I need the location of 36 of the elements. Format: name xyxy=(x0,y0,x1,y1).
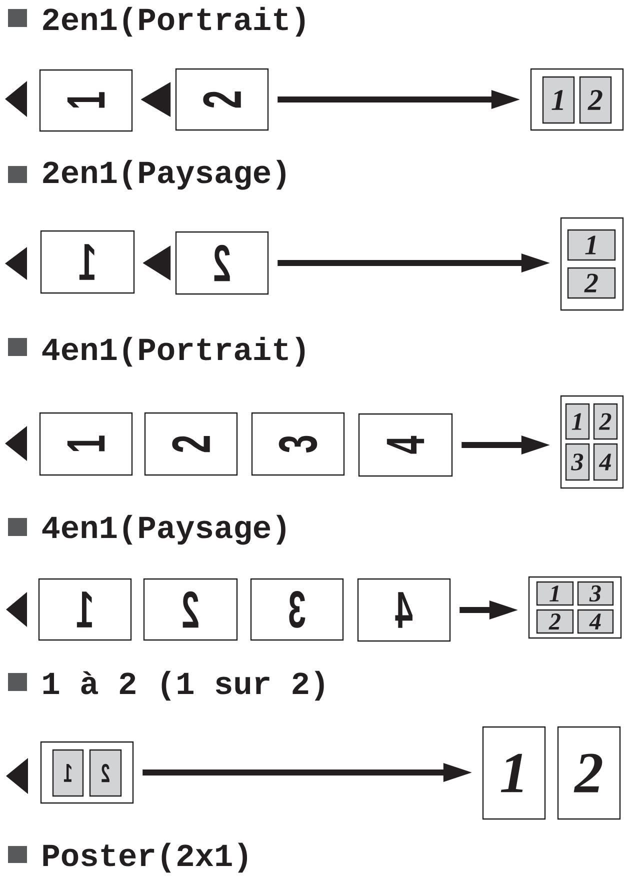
section-heading: 2en1(Portrait) xyxy=(43,6,305,37)
page-panel: 2 xyxy=(579,76,612,124)
page-panel: 1 xyxy=(567,229,616,261)
section-heading: 2en1(Paysage) xyxy=(43,160,286,190)
page-box: 2 xyxy=(175,68,269,131)
page-panel: 2 xyxy=(593,403,618,440)
page-box: 2 xyxy=(144,412,238,476)
page-box: 1 xyxy=(39,69,133,132)
page-box: 1 xyxy=(482,726,546,820)
page-box: 1 xyxy=(39,412,133,476)
arrow xyxy=(140,82,171,117)
page-panel: 2 xyxy=(536,609,574,634)
page-box: 3 xyxy=(251,412,345,476)
page-panel: 1 xyxy=(536,581,574,606)
page-panel: 1 xyxy=(52,749,84,797)
page-box: 3 xyxy=(250,578,344,641)
page-box: 1 xyxy=(38,578,132,641)
section-heading: Poster(2x1) xyxy=(43,842,248,873)
page-box: 2 xyxy=(175,231,269,295)
page-box: 1 xyxy=(40,230,135,294)
section-heading: 1 à 2 (1 sur 2) xyxy=(43,670,324,701)
page-panel: 4 xyxy=(593,443,618,481)
arrow xyxy=(142,246,171,280)
page-box: 4 xyxy=(358,413,453,477)
page-box: 4 xyxy=(357,578,451,642)
page-panel: 1 xyxy=(565,403,590,440)
page-box: 2 xyxy=(143,578,238,641)
section-heading: 4en1(Portrait) xyxy=(42,336,305,367)
page-panel: 2 xyxy=(89,749,122,797)
page-panel: 3 xyxy=(565,443,590,481)
page-box: 2 xyxy=(557,726,621,820)
page-panel: 2 xyxy=(567,267,616,299)
page-panel: 3 xyxy=(577,581,614,606)
page-panel: 4 xyxy=(577,609,614,634)
page-panel: 1 xyxy=(542,76,575,124)
section-heading: 4en1(Paysage) xyxy=(42,514,286,545)
